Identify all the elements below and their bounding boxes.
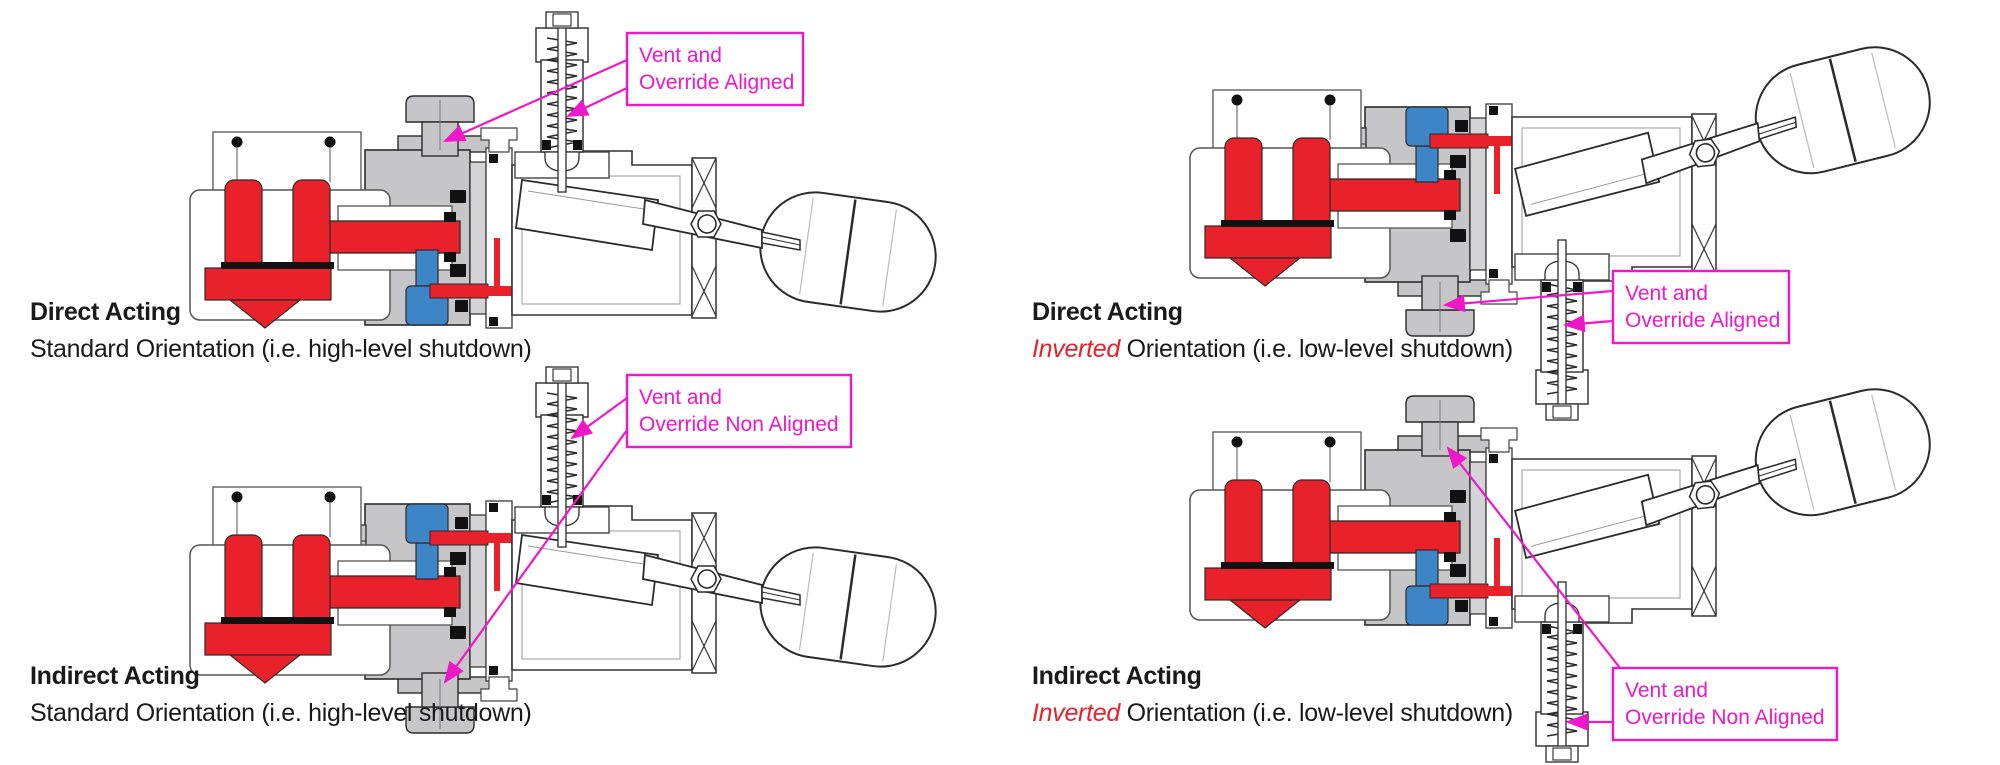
callout-line2: Override Non Aligned — [1625, 706, 1825, 729]
caption-orientation: Inverted Orientation (i.e. low-level shu… — [1032, 699, 1513, 727]
diagram-direct-standard: Vent and Override Aligned — [189, 11, 945, 329]
callout-box — [625, 373, 853, 449]
callout-aligned-standard: Vent and Override Aligned — [442, 31, 805, 143]
callout-box — [1611, 666, 1839, 742]
caption-title: Direct Acting — [30, 298, 181, 326]
callout-line1: Vent and — [639, 44, 722, 67]
callout-nonaligned-inverted: Vent and Override Non Aligned — [1446, 446, 1839, 742]
callout-line1: Vent and — [639, 386, 722, 409]
callout-line2: Override Aligned — [639, 71, 794, 94]
vent-override-spring — [1514, 239, 1610, 421]
diagram-indirect-inverted: Vent and Override Non Aligned — [1189, 374, 1946, 763]
caption-orientation: Standard Orientation (i.e. high-level sh… — [30, 335, 532, 363]
caption-indirect-inverted: Indirect Acting Inverted Orientation (i.… — [1032, 658, 1513, 732]
callout-aligned-inverted: Vent and Override Aligned — [1442, 269, 1791, 345]
caption-direct-standard: Direct Acting Standard Orientation (i.e.… — [30, 294, 532, 368]
caption-orientation: Inverted Orientation (i.e. low-level shu… — [1032, 335, 1513, 363]
vent-override-spring — [514, 11, 610, 193]
callout-line1: Vent and — [1625, 282, 1708, 305]
callout-line1: Vent and — [1625, 679, 1708, 702]
callout-line2: Override Aligned — [1625, 309, 1780, 332]
caption-title: Direct Acting — [1032, 298, 1183, 326]
caption-orientation: Standard Orientation (i.e. high-level sh… — [30, 699, 532, 727]
caption-indirect-standard: Indirect Acting Standard Orientation (i.… — [30, 658, 532, 732]
callout-line2: Override Non Aligned — [639, 413, 839, 436]
caption-title: Indirect Acting — [1032, 662, 1202, 690]
diagram-direct-inverted: Vent and Override Aligned — [1189, 32, 1946, 421]
callout-nonaligned-standard: Vent and Override Non Aligned — [443, 373, 853, 684]
callout-box — [1611, 269, 1791, 345]
caption-title: Indirect Acting — [30, 662, 200, 690]
callout-box — [625, 31, 805, 107]
vent-override-spring — [1514, 581, 1610, 763]
caption-direct-inverted: Direct Acting Inverted Orientation (i.e.… — [1032, 294, 1513, 368]
diagram-indirect-standard: Vent and Override Non Aligned — [189, 366, 945, 734]
